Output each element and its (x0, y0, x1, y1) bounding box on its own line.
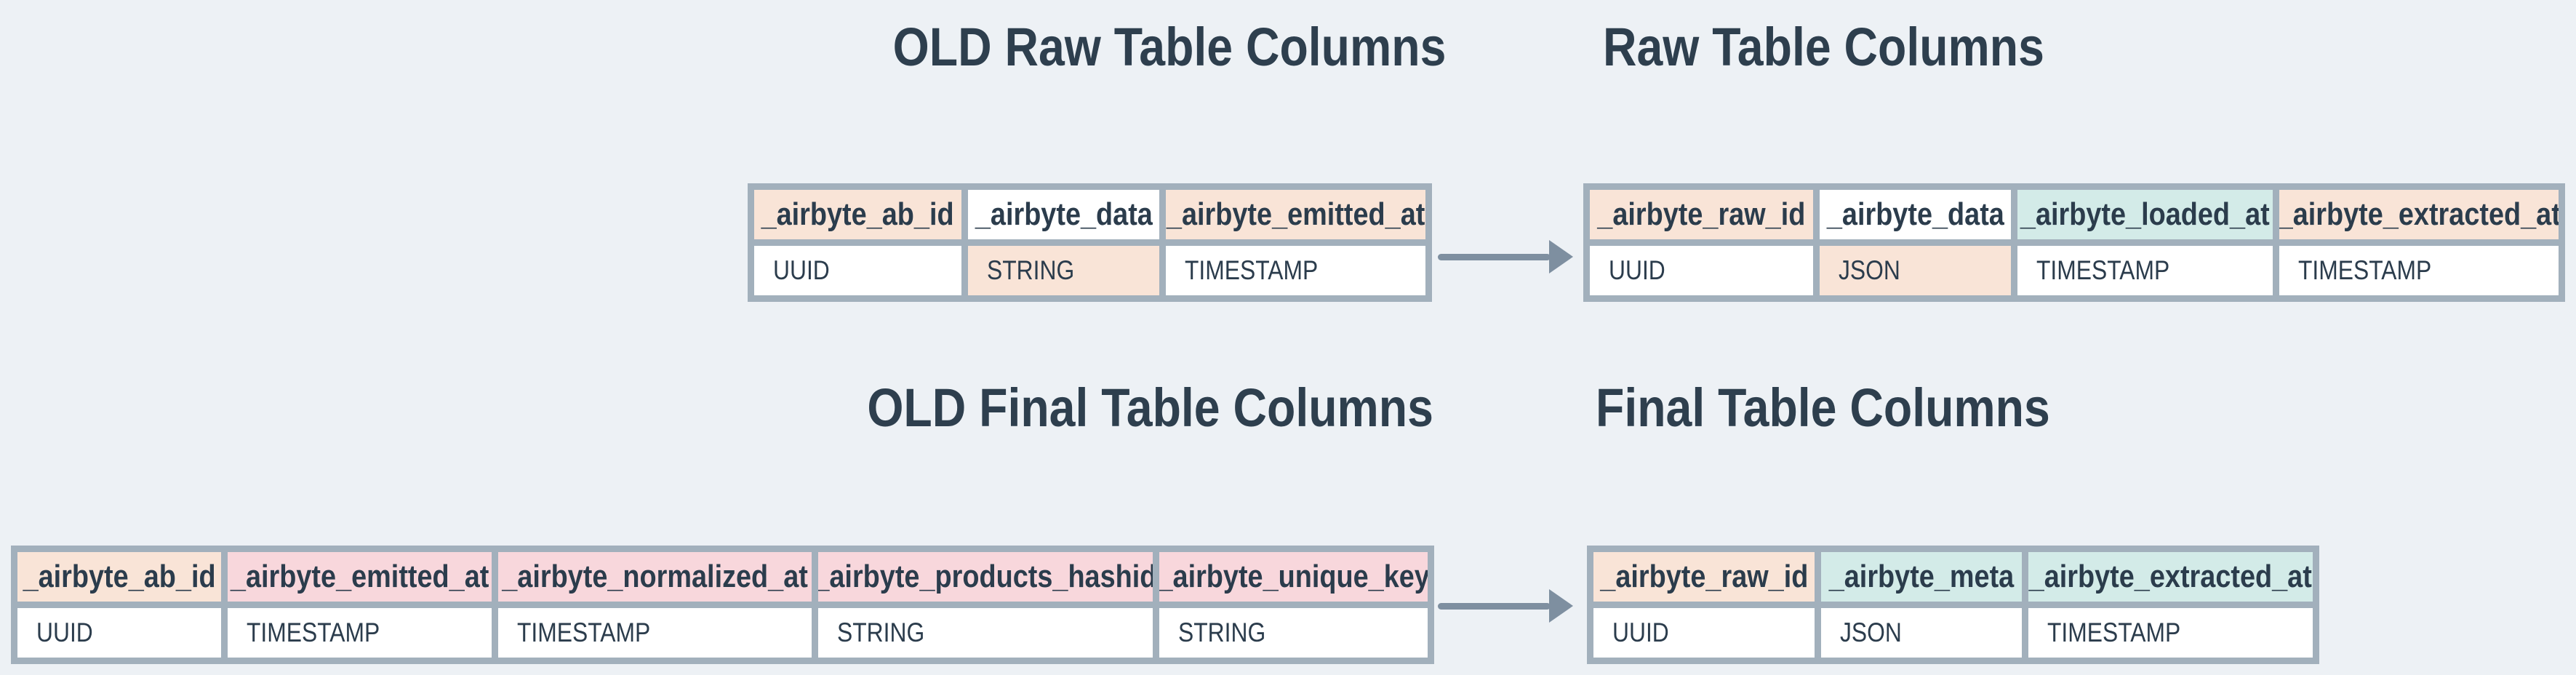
column-type-cell: STRING (818, 608, 1153, 658)
old-raw-table-title: OLD Raw Table Columns (810, 17, 1446, 77)
column-type-label: UUID (1612, 618, 1669, 647)
column-type-label: TIMESTAMP (517, 618, 651, 647)
column-header-cell: _airbyte_emitted_at (1166, 190, 1425, 239)
column-header-cell: _airbyte_unique_key (1159, 552, 1428, 602)
old-final-table: _airbyte_ab_id _airbyte_emitted_at _airb… (11, 546, 1434, 664)
column-header-cell: _airbyte_raw_id (1593, 552, 1815, 602)
column-header-label: _airbyte_emitted_at (1166, 196, 1425, 232)
column-type-label: UUID (773, 255, 830, 285)
old-final-table-title: OLD Final Table Columns (783, 378, 1433, 438)
column-type-cell: TIMESTAMP (228, 608, 492, 658)
column-type-label: UUID (1609, 255, 1665, 285)
column-type-cell: UUID (17, 608, 221, 658)
column-header-cell: _airbyte_ab_id (754, 190, 961, 239)
old-raw-table-title-text: OLD Raw Table Columns (892, 17, 1446, 77)
column-type-label: TIMESTAMP (2036, 255, 2170, 285)
column-type-label: JSON (1840, 618, 1902, 647)
arrow-shaft (1438, 253, 1551, 260)
column-type-cell: TIMESTAMP (2279, 246, 2559, 295)
column-type-label: TIMESTAMP (2047, 618, 2181, 647)
column-type-cell: JSON (1821, 608, 2022, 658)
column-header-label: _airbyte_unique_key (1159, 559, 1428, 594)
raw-table-title: Raw Table Columns (1603, 17, 2111, 77)
column-header-label: _airbyte_products_hashid (818, 559, 1153, 594)
final-table-title: Final Table Columns (1596, 378, 2118, 438)
column-type-cell: STRING (1159, 608, 1428, 658)
old-final-table-title-text: OLD Final Table Columns (867, 378, 1433, 438)
column-header-cell: _airbyte_loaded_at (2017, 190, 2273, 239)
column-type-label: TIMESTAMP (2298, 255, 2432, 285)
column-header-label: _airbyte_extracted_at (2279, 196, 2559, 232)
raw-table: _airbyte_raw_id _airbyte_data _airbyte_l… (1583, 183, 2565, 302)
column-type-cell: STRING (968, 246, 1159, 295)
old-raw-table: _airbyte_ab_id _airbyte_data _airbyte_em… (748, 183, 1432, 302)
column-header-label: _airbyte_data (1826, 196, 2004, 232)
column-type-cell: TIMESTAMP (2017, 246, 2273, 295)
column-header-label: _airbyte_ab_id (761, 196, 955, 232)
column-type-cell: JSON (1820, 246, 2011, 295)
column-type-cell: UUID (1590, 246, 1813, 295)
final-migration-arrow (1438, 589, 1573, 623)
column-type-label: STRING (987, 255, 1075, 285)
column-header-cell: _airbyte_emitted_at (228, 552, 492, 602)
column-header-label: _airbyte_data (975, 196, 1153, 232)
column-type-label: TIMESTAMP (1185, 255, 1319, 285)
final-table: _airbyte_raw_id _airbyte_meta _airbyte_e… (1587, 546, 2319, 664)
arrow-shaft (1438, 602, 1551, 610)
column-header-cell: _airbyte_products_hashid (818, 552, 1153, 602)
arrow-right-icon (1549, 240, 1573, 273)
column-header-cell: _airbyte_data (968, 190, 1159, 239)
column-header-cell: _airbyte_meta (1821, 552, 2022, 602)
column-type-cell: TIMESTAMP (1166, 246, 1425, 295)
column-header-label: _airbyte_meta (1828, 559, 2015, 594)
raw-table-title-text: Raw Table Columns (1603, 17, 2044, 77)
column-type-cell: TIMESTAMP (498, 608, 812, 658)
column-header-cell: _airbyte_extracted_at (2279, 190, 2559, 239)
final-table-title-text: Final Table Columns (1596, 378, 2050, 438)
column-header-cell: _airbyte_raw_id (1590, 190, 1813, 239)
column-type-cell: UUID (754, 246, 961, 295)
raw-migration-arrow (1438, 240, 1573, 273)
column-header-label: _airbyte_raw_id (1599, 559, 1809, 594)
column-type-label: JSON (1839, 255, 1900, 285)
column-header-cell: _airbyte_extracted_at (2028, 552, 2313, 602)
column-header-label: _airbyte_emitted_at (230, 559, 489, 594)
column-header-cell: _airbyte_normalized_at (498, 552, 812, 602)
column-header-label: _airbyte_extracted_at (2028, 559, 2313, 594)
column-header-label: _airbyte_raw_id (1597, 196, 1806, 232)
column-type-cell: UUID (1593, 608, 1815, 658)
column-type-label: UUID (36, 618, 93, 647)
arrow-right-icon (1549, 589, 1573, 623)
column-type-cell: TIMESTAMP (2028, 608, 2313, 658)
column-header-cell: _airbyte_ab_id (17, 552, 221, 602)
column-type-label: TIMESTAMP (247, 618, 380, 647)
column-header-label: _airbyte_loaded_at (2020, 196, 2270, 232)
column-header-label: _airbyte_normalized_at (502, 559, 808, 594)
column-type-label: STRING (1178, 618, 1266, 647)
column-header-label: _airbyte_ab_id (23, 559, 216, 594)
column-type-label: STRING (837, 618, 925, 647)
column-header-cell: _airbyte_data (1820, 190, 2011, 239)
